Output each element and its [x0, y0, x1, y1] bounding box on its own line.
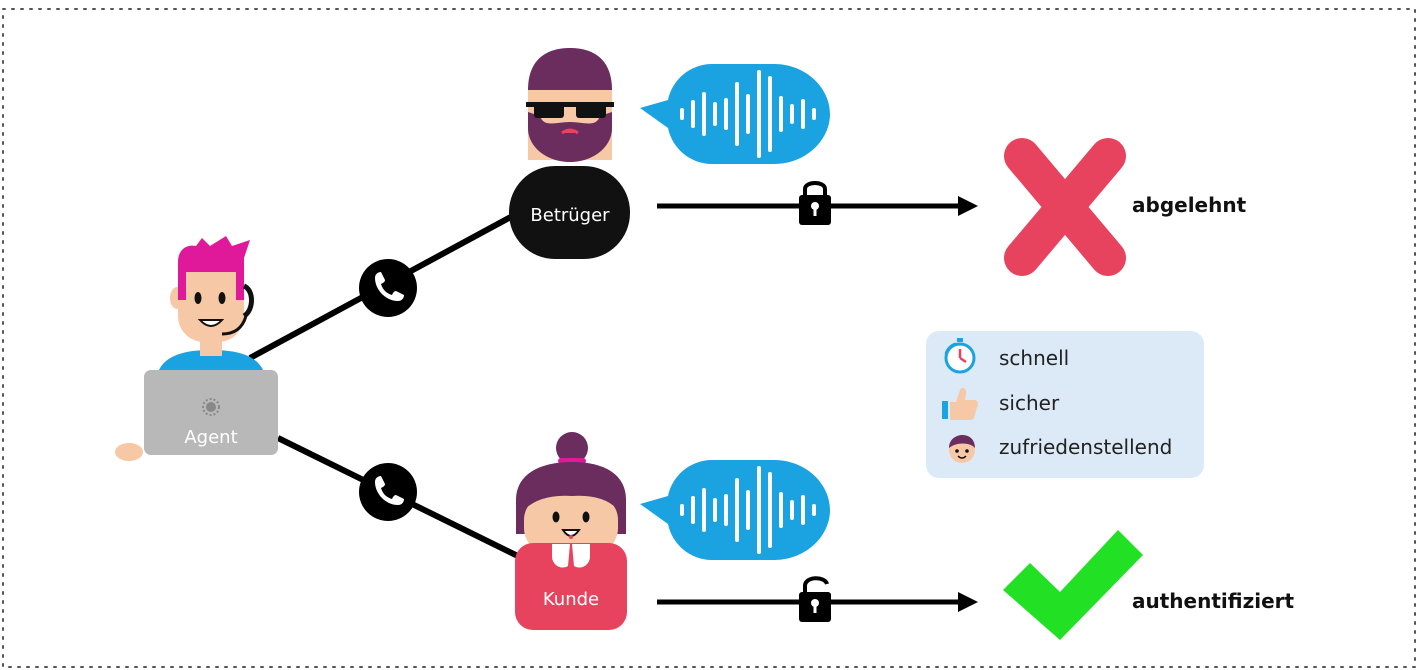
soundwave-icon	[680, 466, 816, 554]
authenticated-label: authentifiziert	[1132, 589, 1295, 613]
accept-checkmark-icon	[1003, 530, 1143, 640]
legend-item-label: sicher	[999, 391, 1060, 415]
voice-bubble-fraudster	[640, 64, 830, 164]
voice-bubble-customer	[640, 460, 830, 560]
lock-open-icon	[799, 576, 831, 622]
soundwave-icon	[680, 70, 816, 158]
agent-laptop	[144, 370, 278, 455]
customer-figure: Kunde	[515, 432, 627, 630]
agent-figure: Agent	[115, 236, 278, 461]
customer-label: Kunde	[543, 589, 599, 610]
smiley-face-icon	[949, 435, 975, 463]
legend-item-label: zufriedenstellend	[999, 435, 1172, 459]
phone-icon	[359, 259, 417, 317]
stopwatch-icon	[944, 338, 976, 374]
legend-item-label: schnell	[999, 346, 1069, 370]
reject-x-icon	[1004, 138, 1126, 276]
fraudster-label: Betrüger	[530, 205, 610, 226]
rejected-label: abgelehnt	[1132, 193, 1247, 217]
sunglasses	[526, 102, 614, 107]
fraudster-figure: Betrüger	[509, 48, 630, 259]
phone-icon	[359, 463, 417, 521]
agent-label: Agent	[184, 427, 237, 448]
thumbs-up-icon	[942, 387, 978, 420]
benefits-legend: schnell sicher zufriedenstellend	[926, 331, 1204, 478]
lock-closed-icon	[799, 181, 831, 225]
